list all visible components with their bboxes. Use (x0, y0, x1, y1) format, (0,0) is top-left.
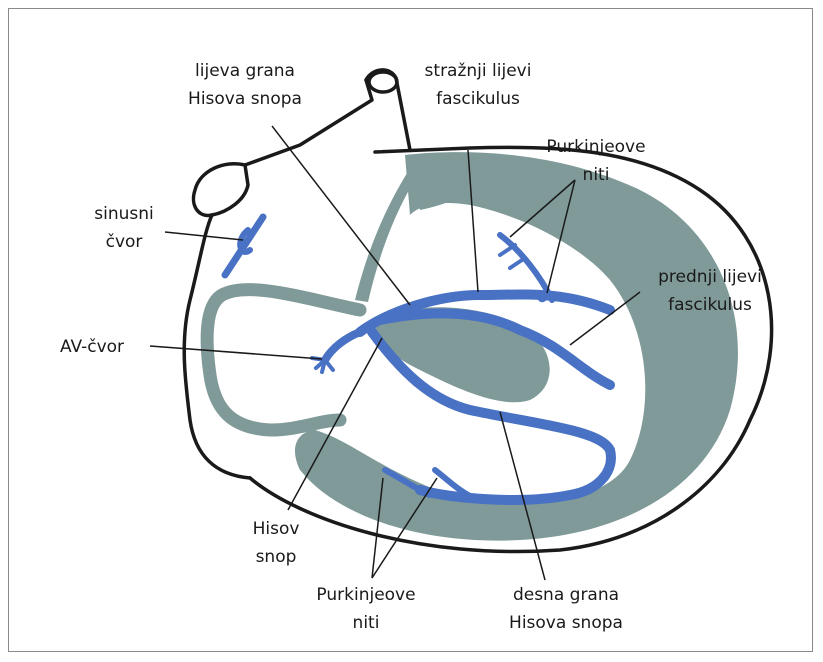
label-sinus-line1: sinusni (94, 204, 153, 224)
label-purkinje-bottom-line2: niti (353, 613, 380, 633)
label-posterior-line1: stražnji lijevi (425, 61, 532, 81)
right-ventricle-wall (207, 290, 360, 430)
label-av-node: AV-čvor (60, 337, 124, 357)
label-right-branch-line1: desna grana (513, 585, 619, 605)
label-purkinje-top-line2: niti (583, 165, 610, 185)
label-purkinje-bottom-line1: Purkinjeove (316, 585, 415, 605)
label-purkinje-top-line1: Purkinjeove (546, 137, 645, 157)
myocardium (295, 152, 738, 540)
label-anterior-line1: prednji lijevi (658, 267, 762, 287)
label-left-branch-line2: Hisova snopa (188, 89, 302, 109)
label-left-branch-line1: lijeva grana (195, 61, 295, 81)
label-his-line1: Hisov (253, 519, 300, 539)
label-right-branch-line2: Hisova snopa (509, 613, 623, 633)
label-his-line2: snop (256, 547, 297, 567)
label-sinus-line2: čvor (106, 232, 143, 252)
label-anterior-line2: fascikulus (668, 295, 752, 315)
label-posterior-line2: fascikulus (436, 89, 520, 109)
